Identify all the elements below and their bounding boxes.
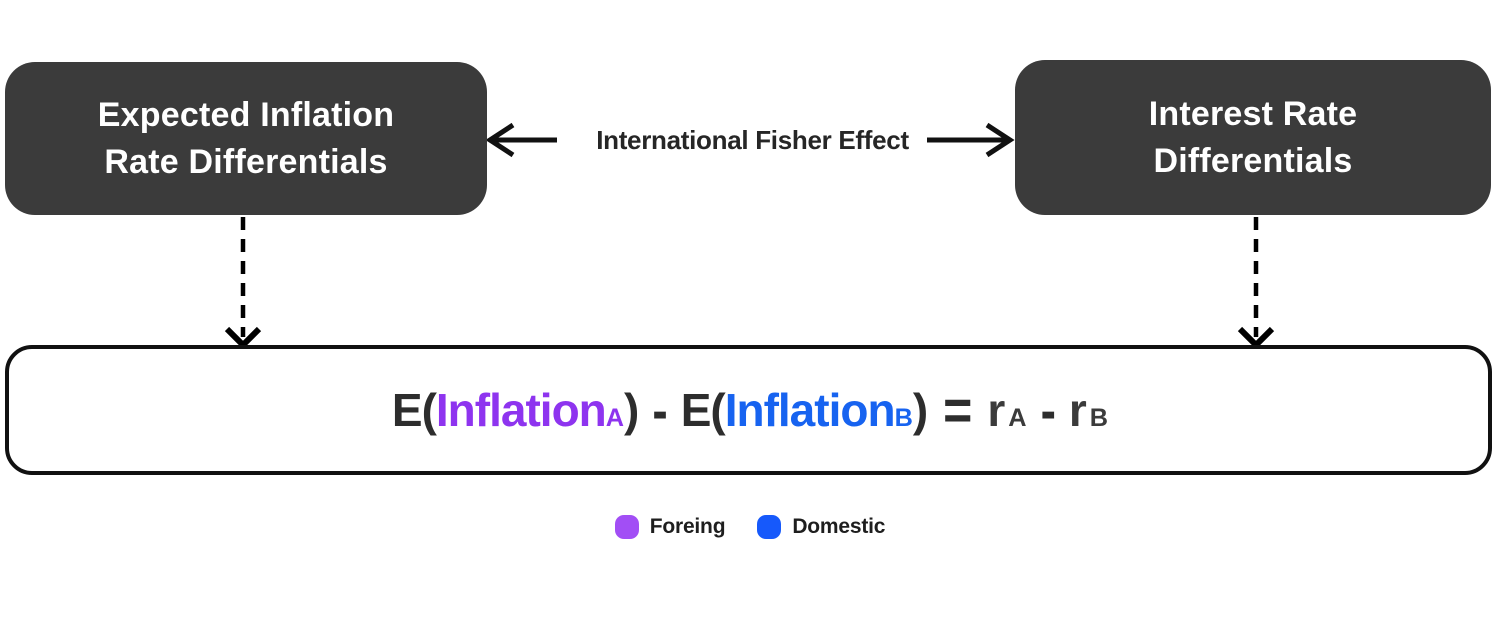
formula-close-a: ): [624, 384, 639, 436]
interest-rate-line2: Differentials: [1153, 141, 1353, 180]
legend-item-domestic: Domestic: [757, 515, 885, 539]
left-arrowhead-icon: [485, 122, 515, 158]
interest-rate-line1: Interest Rate: [1148, 94, 1358, 133]
formula-sub-b: B: [894, 404, 913, 432]
right-arrowhead-icon: [985, 122, 1015, 158]
fisher-effect-arrow-left: [485, 122, 557, 158]
formula-sub-a: A: [605, 404, 625, 432]
domestic-swatch-icon: [757, 515, 782, 539]
formula-term-domestic: InflationB: [724, 384, 913, 436]
legend-item-foreign: Foreing: [614, 515, 726, 539]
formula-minus-2: -: [1040, 377, 1056, 443]
legend: Foreing Domestic: [0, 515, 1500, 539]
foreign-swatch-icon: [614, 515, 639, 539]
dashed-connector-right: [1237, 217, 1275, 350]
interest-rate-box: Interest Rate Differentials: [1015, 60, 1491, 215]
expected-inflation-line2: Rate Differentials: [104, 142, 388, 181]
formula-box: [5, 345, 1492, 475]
expected-inflation-box: Expected Inflation Rate Differentials: [5, 62, 487, 215]
fisher-effect-label: International Fisher Effect: [596, 125, 909, 155]
formula-e-open-a: E(: [391, 384, 437, 436]
fisher-effect-arrow-right: [927, 122, 1015, 158]
formula-close-b: ): [912, 384, 928, 436]
formula-equals: =: [943, 377, 972, 443]
dashed-connector-left: [224, 217, 262, 350]
legend-label-foreign: Foreing: [649, 515, 726, 538]
formula-r-sub-b: B: [1089, 404, 1109, 432]
expected-inflation-line1: Expected Inflation: [97, 95, 395, 134]
legend-label-domestic: Domestic: [792, 515, 886, 538]
formula-minus-1: -: [652, 377, 667, 443]
formula-e-open-b: E(: [680, 384, 726, 436]
formula-r-sub-a: A: [1008, 404, 1027, 432]
formula-term-foreign: InflationA: [435, 384, 625, 436]
